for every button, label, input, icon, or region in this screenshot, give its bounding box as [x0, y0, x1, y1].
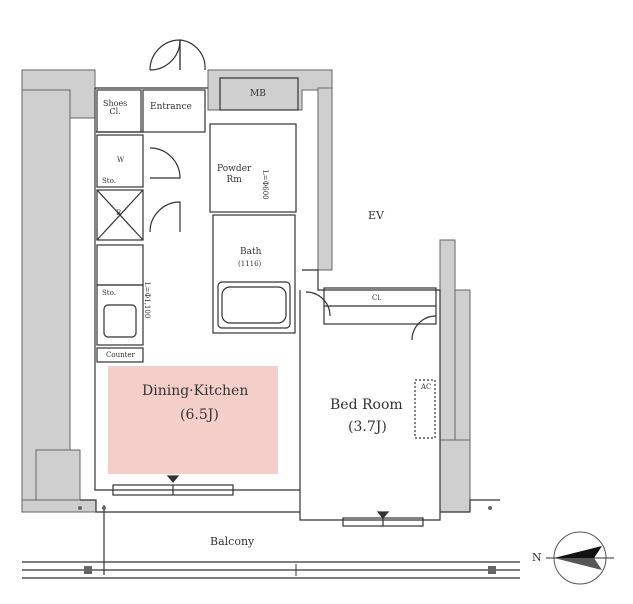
balcony-label: Balcony — [210, 535, 255, 548]
dining-kitchen-size: (6.5J) — [180, 407, 219, 423]
interior-walls — [22, 39, 520, 579]
bath-size-label: (1116) — [238, 260, 262, 268]
dimension-label-2: L=Φ600 — [261, 170, 269, 200]
washer-label: W — [117, 156, 125, 164]
bath-label: Bath — [240, 247, 262, 257]
storage-label-2: Sto. — [102, 289, 116, 297]
dimension-label-1: L=Φ1,100 — [143, 282, 151, 319]
storage-label-1: Sto. — [102, 177, 116, 185]
dining-kitchen-label: Dining·Kitchen — [142, 383, 249, 399]
ev-label: EV — [368, 209, 384, 222]
mb-label: MB — [250, 89, 266, 99]
powder-room-label: Powder Rm — [217, 164, 252, 185]
compass-icon — [546, 531, 614, 585]
bed-room-size: (3.7J) — [348, 419, 387, 435]
entrance-label: Entrance — [150, 102, 192, 112]
ac-label: AC — [421, 383, 432, 391]
refrigerator-label: R — [116, 209, 122, 217]
bed-room-label: Bed Room — [330, 397, 403, 413]
shoes-closet-label: Shoes Cl. — [103, 99, 128, 116]
counter-label: Counter — [106, 351, 135, 359]
dining-kitchen-area — [108, 366, 278, 474]
compass-north-label: N — [532, 551, 542, 564]
closet-label: Cl. — [372, 294, 382, 302]
balcony-dots — [78, 506, 496, 576]
